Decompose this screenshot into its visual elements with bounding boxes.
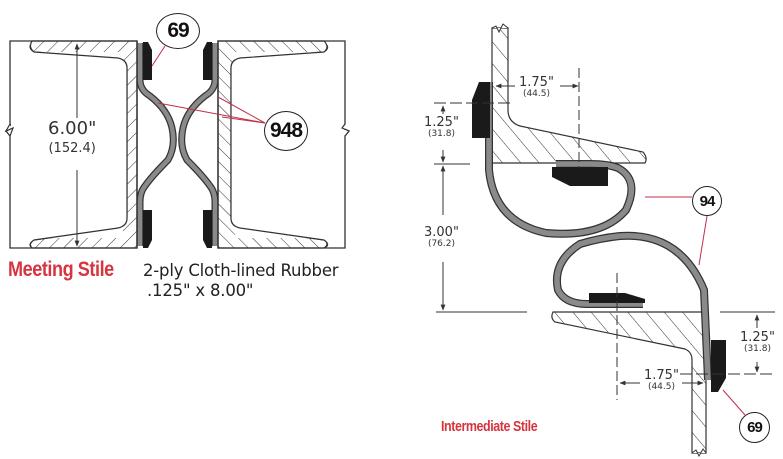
dimension-value: 1.25" <box>424 115 459 130</box>
retainer-69-left-top <box>143 42 152 80</box>
retainer-94-top <box>552 167 608 186</box>
retainer-69-left-bottom <box>143 210 152 248</box>
retainer-94-bottom <box>589 293 645 303</box>
dimension-value: 1.75" <box>644 368 679 383</box>
dim-middle-vertical: 3.00" (76.2) <box>424 226 459 249</box>
upper-angle-profile <box>491 27 647 164</box>
dim-top-horizontal: 1.75" (44.5) <box>519 76 554 99</box>
retainer-69-right-bottom <box>203 210 212 248</box>
dimension-metric: (44.5) <box>647 382 675 392</box>
dimension-metric: (76.2) <box>427 239 455 249</box>
leader-69-intermediate <box>722 389 746 416</box>
callout-948: 948 <box>264 111 308 151</box>
leader-948-a <box>157 102 266 124</box>
dimension-6in-label: 6.00" (152.4) <box>48 118 97 156</box>
leader-948-c <box>221 116 266 124</box>
dimension-metric: (31.8) <box>427 129 455 139</box>
dimension-metric: (31.8) <box>743 344 771 354</box>
dim-top-vertical: 1.25" (31.8) <box>424 116 459 139</box>
callout-94: 94 <box>692 186 722 216</box>
dimension-value: 1.75" <box>519 75 554 90</box>
retainer-69-right-top <box>203 42 212 80</box>
leader-94-b <box>698 215 708 266</box>
material-spec: 2-ply Cloth-lined Rubber .125" x 8.00" <box>143 261 339 301</box>
dimension-metric: (152.4) <box>48 141 96 156</box>
callout-69-meeting: 69 <box>156 13 200 49</box>
dimension-value: 6.00" <box>48 118 97 139</box>
dimension-value: 3.00" <box>424 225 459 240</box>
dimension-value: 1.25" <box>740 330 775 345</box>
dim-bottom-vertical: 1.25" (31.8) <box>740 331 775 354</box>
retainer-69-intermediate-bottom <box>711 340 726 392</box>
lower-angle-profile <box>551 311 707 454</box>
meeting-stile-title: Meeting Stile <box>8 258 114 281</box>
leader-948-b <box>217 96 266 124</box>
callout-69-intermediate: 69 <box>739 412 770 443</box>
material-dimensions: .125" x 8.00" <box>147 281 254 300</box>
leader-69-meeting <box>151 45 166 67</box>
dimension-metric: (44.5) <box>522 89 550 99</box>
dim-bottom-horizontal: 1.75" (44.5) <box>644 369 679 392</box>
intermediate-stile-title: Intermediate Stile <box>441 419 538 435</box>
retainer-69-intermediate-top <box>472 82 490 138</box>
intermediate-stile-drawing <box>434 23 775 458</box>
meeting-stile-drawing <box>4 40 351 249</box>
material-description: 2-ply Cloth-lined Rubber <box>143 261 339 280</box>
